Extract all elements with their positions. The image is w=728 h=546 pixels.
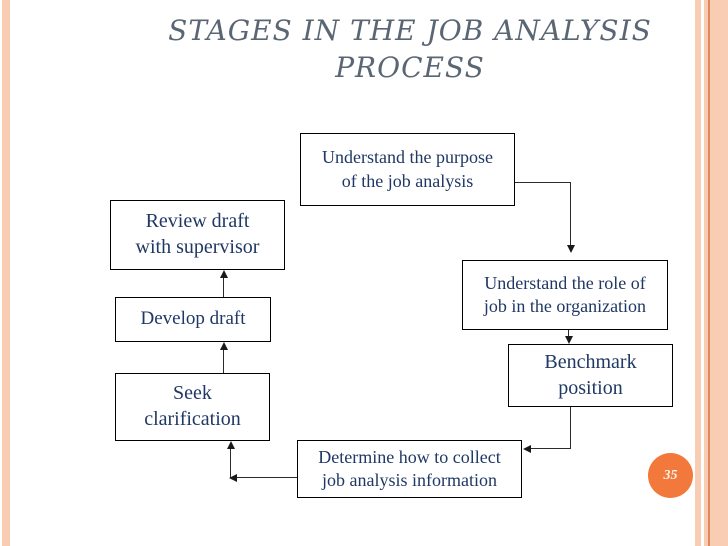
connector-determine-to-seek-h (237, 477, 297, 478)
node-determine-collect: Determine how to collect job analysis in… (297, 440, 522, 498)
right-border-stripe-2 (704, 0, 708, 546)
left-border-stripe (2, 0, 10, 546)
arrowhead-up-icon (220, 342, 228, 350)
arrowhead-left-icon (523, 445, 531, 453)
node-review-draft: Review draft with supervisor (110, 200, 285, 270)
right-border-band (710, 0, 728, 546)
arrowhead-up-icon (227, 441, 235, 449)
page-number-badge: 35 (648, 453, 693, 498)
arrowhead-up-icon (220, 270, 228, 278)
connector-role-to-benchmark-v (568, 330, 569, 338)
node-understand-role: Understand the role of job in the organi… (462, 260, 668, 330)
connector-determine-to-seek-v (230, 449, 231, 478)
connector-develop-to-review-v (223, 277, 224, 297)
node-seek-clarification: Seek clarification (115, 373, 270, 441)
connector-seek-to-develop-v (223, 350, 224, 373)
connector-purpose-to-role-h (515, 182, 571, 183)
right-border-stripe-1 (695, 0, 701, 546)
connector-purpose-to-role-v (570, 182, 571, 245)
node-benchmark-position: Benchmark position (508, 344, 673, 407)
page-number: 35 (663, 467, 678, 483)
node-develop-draft: Develop draft (115, 297, 271, 342)
arrowhead-left-icon (229, 474, 237, 482)
node-understand-purpose: Understand the purpose of the job analys… (300, 133, 515, 206)
connector-benchmark-to-determine-v (570, 407, 571, 449)
slide-title: STAGES IN THE JOB ANALYSIS PROCESS (168, 14, 652, 84)
arrowhead-down-icon (565, 336, 573, 344)
right-border-stripe-accent (708, 0, 710, 546)
connector-benchmark-to-determine-h (531, 448, 571, 449)
arrowhead-down-icon (567, 245, 575, 253)
